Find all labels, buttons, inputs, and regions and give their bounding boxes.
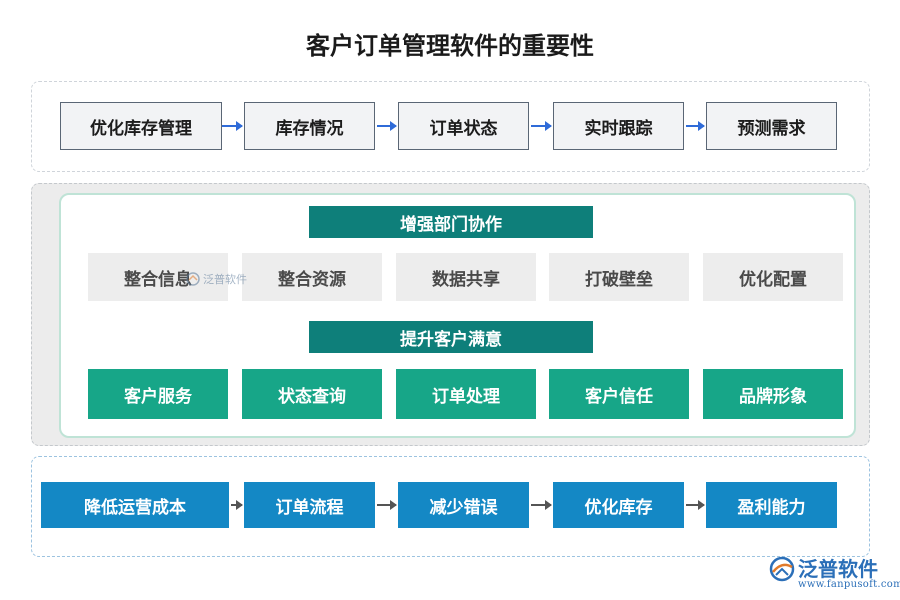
customer-item: 客户信任 [549,369,689,419]
arrow-right-icon [377,121,397,131]
flow-top-step: 订单状态 [398,102,529,150]
brand-url: www.fanpusoft.com [798,579,900,590]
collab-item: 整合资源 [242,253,382,301]
arrow-right-icon [531,121,552,131]
brand-name: 泛普软件 [798,557,878,581]
flow-bottom-step: 订单流程 [244,482,375,528]
flow-top-step: 库存情况 [244,102,375,150]
arrow-right-icon [686,121,705,131]
arrow-right-icon [377,500,397,510]
watermark-inline-text: 泛普软件 [203,273,247,286]
arrow-right-icon [686,500,705,510]
collab-item: 打破壁垒 [549,253,689,301]
flow-top-step: 优化库存管理 [60,102,222,150]
flow-bottom-step: 优化库存 [553,482,684,528]
watermark-inline: 泛普软件 [186,271,247,287]
brand-logo: 泛普软件 www.fanpusoft.com [766,553,900,597]
collab-item: 整合信息 [88,253,228,301]
flow-bottom-step: 降低运营成本 [41,482,229,528]
flow-bottom-step: 减少错误 [398,482,529,528]
page-title: 客户订单管理软件的重要性 [306,32,594,60]
customer-item: 状态查询 [242,369,382,419]
customer-item: 客户服务 [88,369,228,419]
customer-item: 订单处理 [396,369,536,419]
arrow-right-icon [531,500,552,510]
customer-header: 提升客户满意 [309,321,593,353]
brand-logo-icon [186,272,200,286]
arrow-right-icon [231,500,243,510]
collab-item: 数据共享 [396,253,536,301]
collab-header: 增强部门协作 [309,206,593,238]
collab-item: 优化配置 [703,253,843,301]
flow-top-step: 实时跟踪 [553,102,684,150]
arrow-right-icon [222,121,243,131]
customer-item: 品牌形象 [703,369,843,419]
brand-logo-icon [769,556,795,582]
flow-bottom-step: 盈利能力 [706,482,837,528]
flow-top-step: 预测需求 [706,102,837,150]
